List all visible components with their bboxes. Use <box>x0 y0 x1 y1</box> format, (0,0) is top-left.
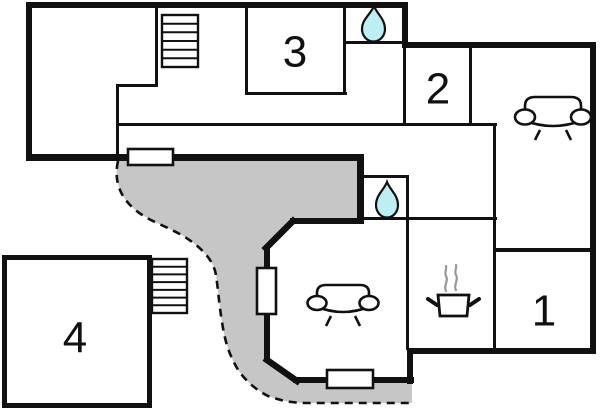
water-drop-icon <box>360 2 387 43</box>
living-room-walls <box>261 216 414 386</box>
terrace-dashed-boundary <box>115 160 412 405</box>
window-marker <box>325 368 375 390</box>
window-marker <box>126 147 175 167</box>
outer-walls <box>26 2 596 384</box>
sofa-icon <box>513 95 593 141</box>
windows <box>126 147 375 390</box>
sofa-icon <box>306 283 380 327</box>
room-1-label: 1 <box>532 287 556 336</box>
room-4-label: 4 <box>63 314 87 363</box>
room-3-label: 3 <box>283 28 307 77</box>
room-4 <box>2 255 189 408</box>
cooking-pot-icon <box>426 263 481 318</box>
stairs-icon <box>150 257 189 315</box>
room-2-label: 2 <box>426 65 450 114</box>
interior-walls <box>116 2 596 353</box>
window-marker <box>255 266 278 316</box>
stairs-icon <box>160 13 200 69</box>
water-drop-icon <box>374 178 400 219</box>
